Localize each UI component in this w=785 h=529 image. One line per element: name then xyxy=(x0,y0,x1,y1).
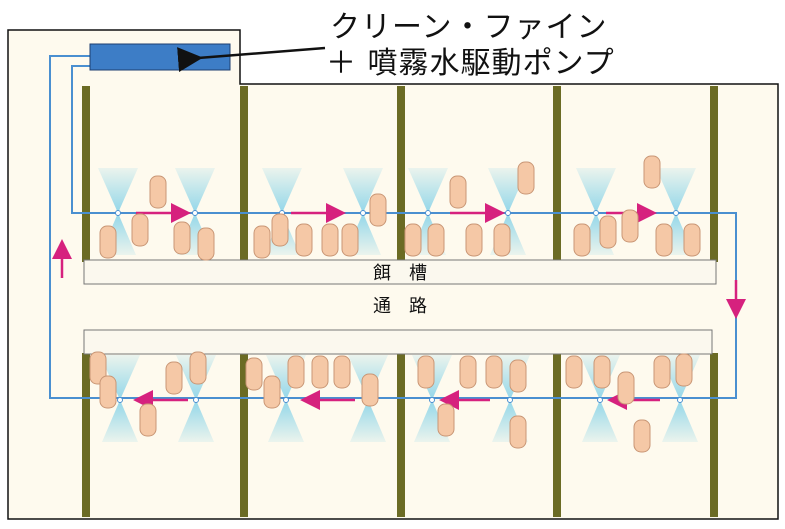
pig-icon xyxy=(253,225,271,259)
pig-icon xyxy=(361,373,379,407)
aisle-label: 通 路 xyxy=(373,296,427,317)
pig-icon xyxy=(655,223,673,257)
pig-icon xyxy=(617,371,635,405)
pig-icon xyxy=(517,161,535,195)
pig-icon xyxy=(493,223,511,257)
pig-icon xyxy=(369,193,387,227)
pig-icon xyxy=(465,223,483,257)
pig-icon xyxy=(449,175,467,209)
pig-icon xyxy=(139,403,157,437)
pig-icon xyxy=(341,223,359,257)
pig-icon xyxy=(459,355,477,389)
pig-icon xyxy=(404,223,422,257)
spray-nozzle-icon xyxy=(100,355,140,442)
pig-icon xyxy=(509,415,527,449)
pig-icon xyxy=(245,357,263,391)
pig-icon xyxy=(89,351,107,385)
title-line-2: ＋ 噴霧水駆動ポンプ xyxy=(326,46,615,81)
pig-icon xyxy=(165,361,183,395)
pig-icon xyxy=(173,221,191,255)
pig-icon xyxy=(437,403,455,437)
pig-icon xyxy=(417,355,435,389)
pig-icon xyxy=(427,223,445,257)
lower-trough xyxy=(83,329,713,355)
pig-icon xyxy=(263,375,281,409)
pig-icon xyxy=(99,225,117,259)
pig-icon xyxy=(599,215,617,249)
pig-icon xyxy=(295,223,313,257)
pig-icon xyxy=(683,223,701,257)
pointer-arrow xyxy=(177,46,326,73)
pig-icon xyxy=(565,355,583,389)
pig-icon xyxy=(333,355,351,389)
pig-icon xyxy=(621,209,639,243)
pig-icon xyxy=(197,227,215,261)
pig-icon xyxy=(643,155,661,189)
trough-label: 餌 槽 xyxy=(373,263,427,284)
title-line-1: クリーン・ファイン xyxy=(330,10,608,45)
pig-icon xyxy=(189,351,207,385)
pig-icon xyxy=(675,353,693,387)
pig-icon xyxy=(485,355,503,389)
pigs xyxy=(89,155,701,453)
pig-icon xyxy=(573,223,591,257)
pig-icon xyxy=(131,213,149,247)
pig-icon xyxy=(287,355,305,389)
pig-icon xyxy=(321,223,339,257)
pig-icon xyxy=(99,375,117,409)
pig-icon xyxy=(653,355,671,389)
feed-trough xyxy=(83,259,717,285)
pig-icon xyxy=(271,213,289,247)
pen-dividers xyxy=(82,86,718,517)
pig-icon xyxy=(149,175,167,209)
pig-icon xyxy=(633,419,651,453)
pig-icon xyxy=(509,359,527,393)
pig-icon xyxy=(593,355,611,389)
pig-icon xyxy=(311,355,329,389)
